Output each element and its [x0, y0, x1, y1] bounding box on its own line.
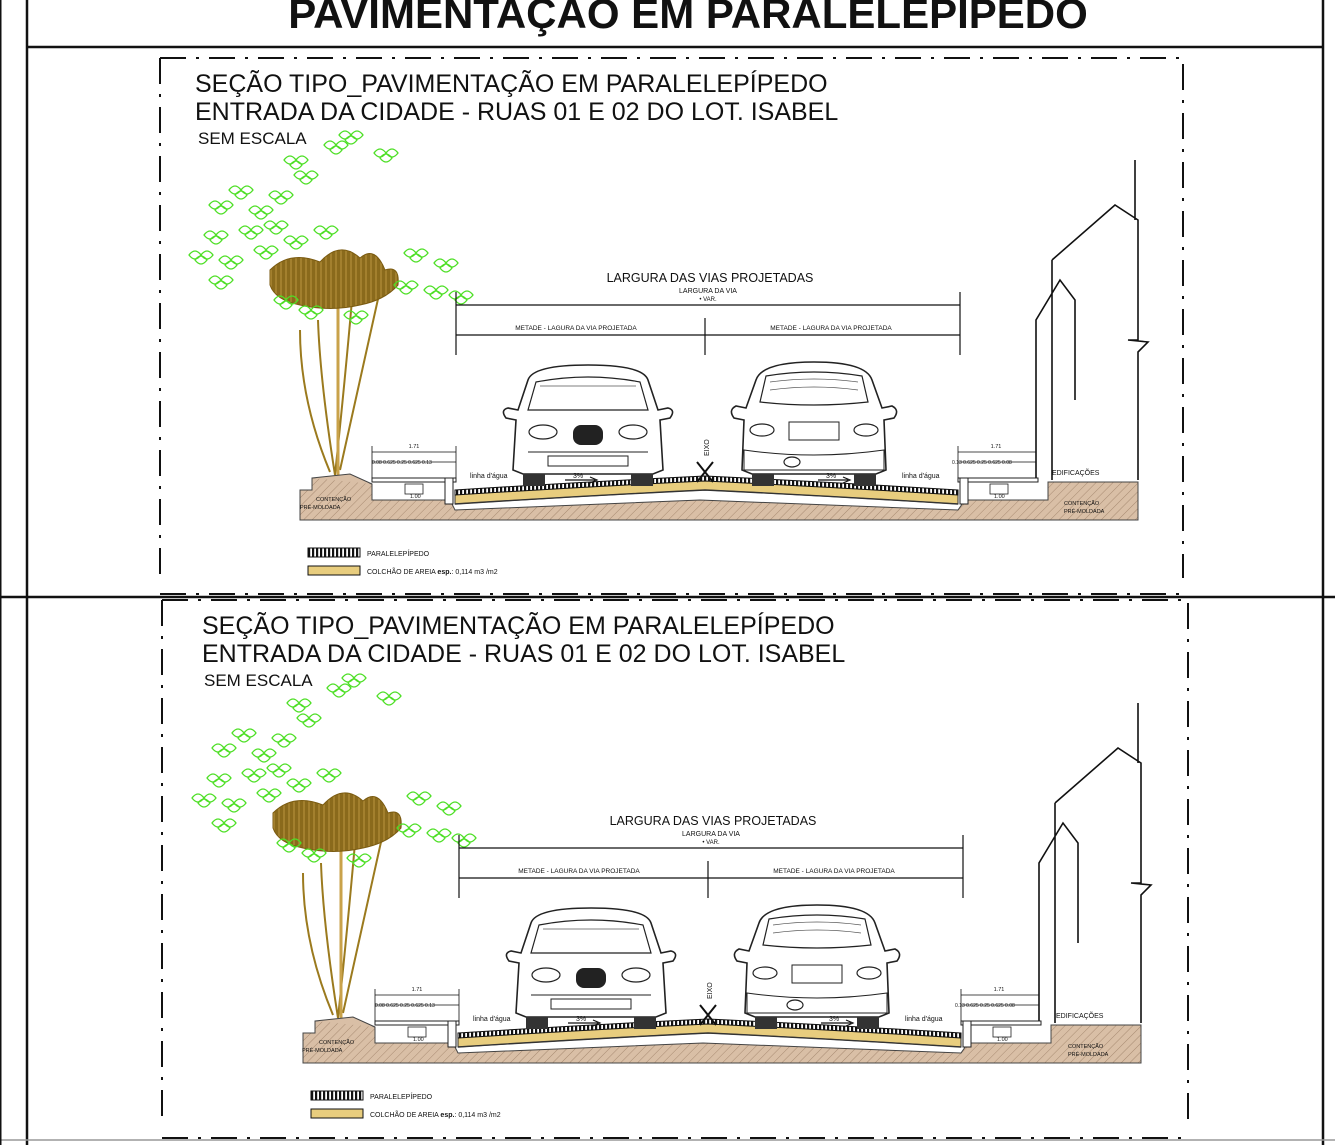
buildings-label: EDIFICAÇÕES: [1052, 468, 1100, 477]
slope-right: 3%: [829, 1016, 839, 1023]
sidewalk-right-total: 1.71: [994, 987, 1005, 993]
legend-sand-bed: COLCHÃO DE AREIA esp.: 0,114 m3 /m2: [367, 567, 498, 576]
section-title-line2: ENTRADA DA CIDADE - RUAS 01 E 02 DO LOT.…: [195, 98, 838, 126]
section-drawing-2: SEÇÃO TIPO_PAVIMENTAÇÃO EM PARALELEPÍPED…: [192, 611, 1151, 1119]
slope-left: 3%: [573, 473, 583, 480]
sidewalk-right-sub: 1.00: [994, 494, 1005, 500]
half-width-right: METADE - LAGURA DA VIA PROJETADA: [773, 868, 895, 875]
sidewalk-right-parts: 0.13 0.625 0.25 0.625 0.08: [952, 460, 1012, 466]
slope-left: 3%: [576, 1016, 586, 1023]
containment-right-line2: PRÉ-MOLDADA: [1064, 508, 1105, 515]
scale-note: SEM ESCALA: [198, 129, 307, 148]
containment-right-line2: PRÉ-MOLDADA: [1068, 1051, 1109, 1058]
sidewalk-right-parts: 0.13 0.625 0.25 0.625 0.08: [955, 1003, 1015, 1009]
containment-left-line1: CONTENÇÃO: [316, 496, 352, 503]
sidewalk-left-total: 1.71: [412, 987, 423, 993]
width-title: LARGURA DAS VIAS PROJETADAS: [607, 271, 814, 285]
sidewalk-left-sub: 1.00: [413, 1037, 424, 1043]
legend-paving: PARALELEPÍPEDO: [370, 1092, 433, 1101]
viewport-border-2: [161, 599, 1189, 1139]
slope-right: 3%: [826, 473, 836, 480]
sidewalk-right-total: 1.71: [991, 444, 1002, 450]
section-title-line2: ENTRADA DA CIDADE - RUAS 01 E 02 DO LOT.…: [202, 640, 845, 668]
half-width-right: METADE - LAGURA DA VIA PROJETADA: [770, 325, 892, 332]
section-drawing-1: SEÇÃO TIPO_PAVIMENTAÇÃO EM PARALELEPÍPED…: [189, 69, 1148, 576]
road-width-label: LARGURA DA VIA: [679, 288, 737, 295]
sidewalk-left-parts: 0.08 0.625 0.25 0.625 0.13: [372, 460, 432, 466]
containment-left-line2: PRÉ-MOLDADA: [300, 504, 341, 511]
section-title-line1: SEÇÃO TIPO_PAVIMENTAÇÃO EM PARALELEPÍPED…: [195, 69, 828, 98]
legend-sand-bed: COLCHÃO DE AREIA esp.: 0,114 m3 /m2: [370, 1110, 501, 1119]
half-width-left: METADE - LAGURA DA VIA PROJETADA: [518, 868, 640, 875]
buildings-label: EDIFICAÇÕES: [1056, 1011, 1104, 1020]
gutter-right: linha d'água: [902, 473, 940, 480]
containment-left-line2: PRÉ-MOLDADA: [302, 1047, 343, 1054]
section-title-line1: SEÇÃO TIPO_PAVIMENTAÇÃO EM PARALELEPÍPED…: [202, 611, 835, 640]
gutter-right: linha d'água: [905, 1016, 943, 1023]
gutter-left: linha d'água: [470, 473, 508, 480]
containment-left-line1: CONTENÇÃO: [319, 1039, 355, 1046]
viewport-border-1: [159, 57, 1184, 595]
sidewalk-left-total: 1.71: [409, 444, 420, 450]
sidewalk-right-sub: 1.00: [997, 1037, 1008, 1043]
axis-label: EIXO: [704, 439, 711, 456]
containment-right-line1: CONTENÇÃO: [1068, 1043, 1104, 1050]
sidewalk-left-sub: 1.00: [410, 494, 421, 500]
sheet-title: PAVIMENTAÇÃO EM PARALELEPÍPEDO: [288, 0, 1088, 37]
half-width-left: METADE - LAGURA DA VIA PROJETADA: [515, 325, 637, 332]
legend-paving: PARALELEPÍPEDO: [367, 549, 430, 558]
width-title: LARGURA DAS VIAS PROJETADAS: [610, 814, 817, 828]
sidewalk-left-parts: 0.08 0.625 0.25 0.625 0.13: [375, 1003, 435, 1009]
road-width-value: • VAR.: [699, 297, 717, 303]
road-width-label: LARGURA DA VIA: [682, 831, 740, 838]
containment-right-line1: CONTENÇÃO: [1064, 500, 1100, 507]
gutter-left: linha d'água: [473, 1016, 511, 1023]
axis-label: EIXO: [707, 982, 714, 999]
road-width-value: • VAR.: [702, 840, 720, 846]
scale-note: SEM ESCALA: [204, 671, 313, 690]
